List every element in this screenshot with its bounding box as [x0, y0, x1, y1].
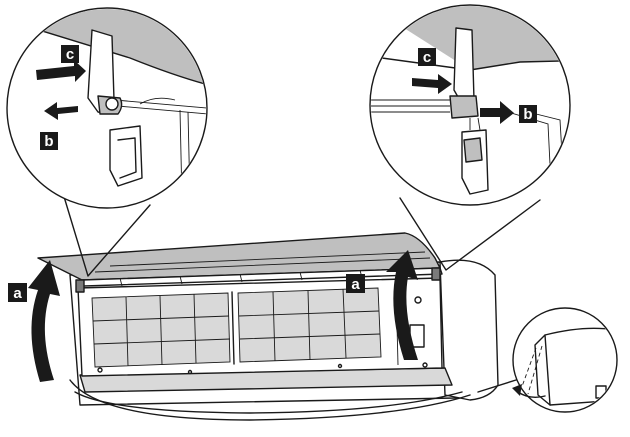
label-b-right: b [519, 105, 537, 123]
svg-text:a: a [351, 276, 360, 293]
arrow-a-right [386, 250, 418, 360]
arrow-b-left [44, 102, 78, 120]
left-detail-callout: c b [6, 7, 208, 277]
right-detail-callout: c b [369, 4, 571, 271]
arrow-c-left [36, 60, 86, 82]
arrow-a-left [28, 260, 60, 382]
svg-text:b: b [44, 133, 53, 150]
label-a-left: a [8, 283, 27, 302]
arrow-c-right [412, 74, 452, 94]
label-c-left: c [61, 45, 79, 63]
label-c-right: c [418, 48, 436, 66]
svg-text:a: a [13, 285, 22, 302]
svg-text:c: c [66, 46, 74, 63]
air-filter [77, 277, 443, 377]
svg-text:b: b [523, 106, 532, 123]
label-b-left: b [40, 132, 58, 150]
label-a-right: a [346, 274, 365, 293]
svg-text:c: c [423, 49, 431, 66]
front-panel-opened [37, 232, 443, 293]
indoor-unit [37, 232, 499, 421]
side-detail-callout [477, 307, 618, 413]
arrow-b-right [480, 101, 514, 124]
